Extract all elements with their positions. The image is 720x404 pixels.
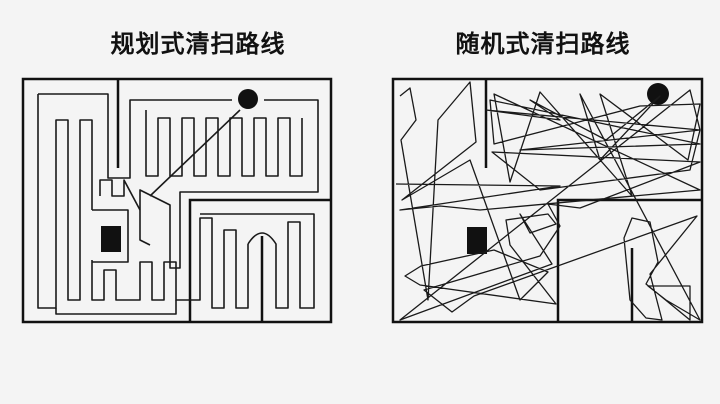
planned-path-lower-zigzag <box>128 217 249 309</box>
planned-cleaning-path <box>37 93 319 315</box>
planned-obstacle <box>101 226 121 252</box>
random-wall-corner <box>556 198 702 322</box>
planned-path-middle-curve <box>99 179 141 211</box>
planned-path-bottom-return <box>55 300 177 315</box>
planned-wall-corner <box>188 198 331 322</box>
random-room-walls <box>391 77 704 324</box>
planned-path-left-zigzag <box>37 94 128 309</box>
planned-path-upper-zigzag <box>145 110 303 177</box>
random-charging-dock <box>647 83 669 105</box>
planned-path-arch <box>200 213 315 309</box>
planned-charging-dock <box>238 89 258 109</box>
planned-route-title: 规划式清扫路线 <box>110 30 286 58</box>
planned-path-to-dock <box>149 109 241 197</box>
planned-room-walls <box>21 77 333 324</box>
random-route-title: 随机式清扫路线 <box>455 30 631 58</box>
planned-path-around-obstacle <box>92 209 129 263</box>
random-cleaning-path <box>395 81 701 321</box>
random-obstacle <box>467 227 487 254</box>
planned-path-outer <box>38 93 319 269</box>
